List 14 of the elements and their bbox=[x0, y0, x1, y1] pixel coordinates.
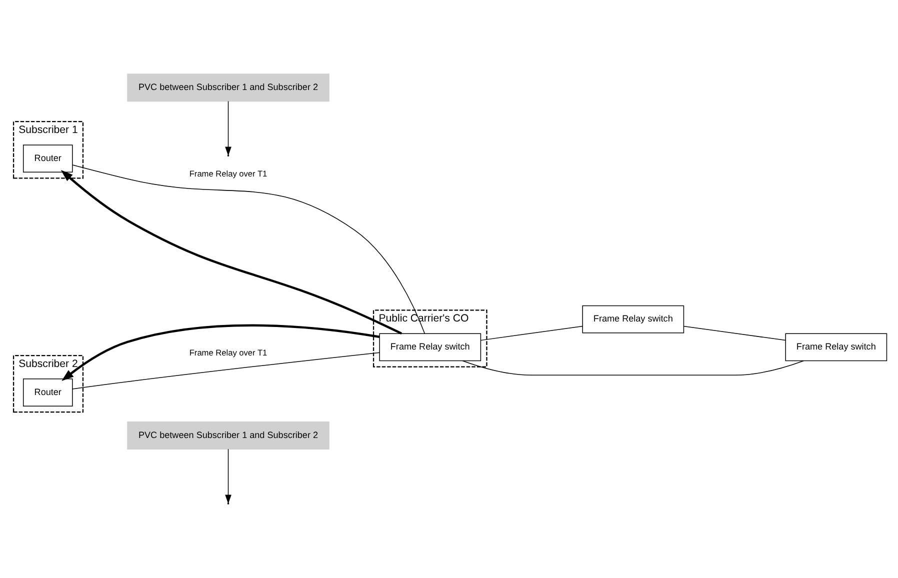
connector bbox=[462, 360, 804, 376]
edge-label: Frame Relay over T1 bbox=[189, 347, 268, 358]
connector bbox=[72, 352, 380, 390]
edge-label: Frame Relay over T1 bbox=[189, 168, 268, 179]
arrow bbox=[62, 324, 380, 381]
connector bbox=[683, 326, 786, 341]
node-box: PVC between Subscriber 1 and Subscriber 2 bbox=[127, 74, 330, 102]
node-box: Router bbox=[22, 378, 73, 406]
node-box: PVC between Subscriber 1 and Subscriber 2 bbox=[127, 422, 330, 450]
node-box: Frame Relay switch bbox=[785, 333, 888, 362]
node-box: Frame Relay switch bbox=[582, 305, 684, 334]
node-box: Frame Relay switch bbox=[379, 333, 482, 362]
node-box: Router bbox=[22, 144, 73, 172]
connector bbox=[480, 326, 583, 341]
